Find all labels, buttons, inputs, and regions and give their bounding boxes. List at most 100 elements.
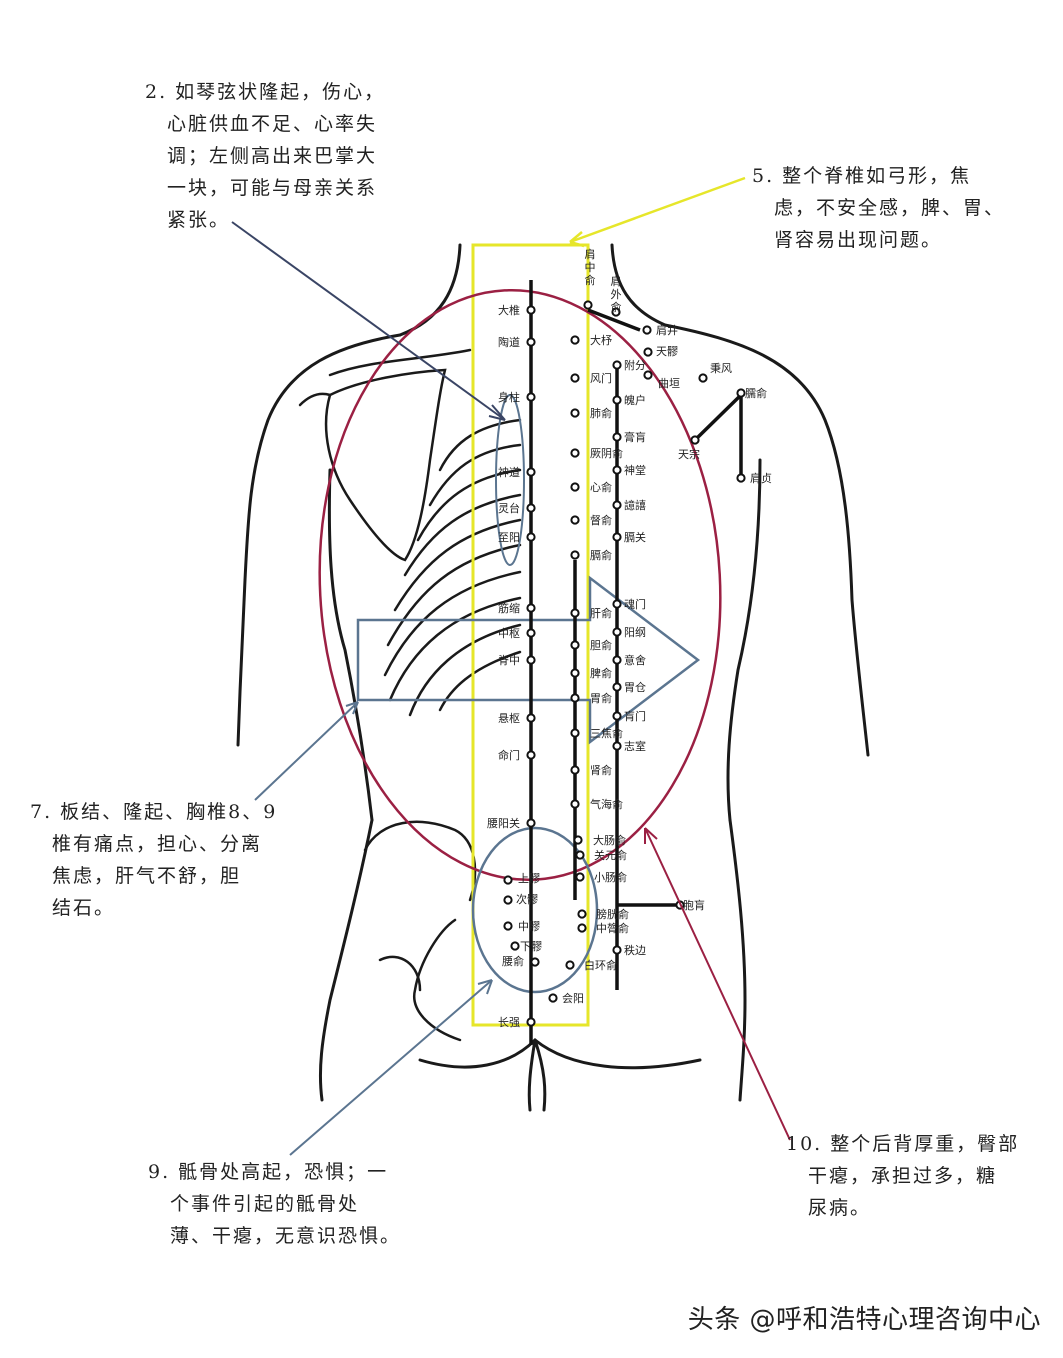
acupoint-label: 魂门	[624, 597, 646, 611]
acupoint-label: 胃仓	[624, 680, 646, 694]
acupoint-marker	[698, 373, 708, 383]
note-line: 焦虑，肝气不舒，胆	[52, 865, 242, 887]
acupoint-marker	[570, 515, 580, 525]
acupoint-label: 肩贞	[750, 471, 772, 485]
acupoint-label: 外	[611, 288, 622, 301]
acupoint-marker	[612, 395, 622, 405]
acupoint-label: 脾俞	[590, 666, 612, 680]
acupoint-label: 胞肓	[683, 898, 705, 912]
acupoint-marker	[510, 941, 520, 951]
acupoint-marker	[526, 750, 536, 760]
acupoint-marker	[577, 923, 587, 933]
acupoint-label: 至阳	[498, 531, 520, 544]
note-5-arched-spine: 5. 整个脊椎如弓形，焦 虑，不安全感，脾、胃、 肾容易出现问题。	[752, 160, 1005, 256]
note-2-heartstring: 2. 如琴弦状隆起，伤心， 心脏供血不足、心率失 调；左侧高出来巴掌大 一块，可…	[145, 76, 385, 236]
acupoint-marker	[570, 373, 580, 383]
bladder-inner-points: 大杼风门肺俞厥阴俞心俞督俞膈俞肝俞胆俞脾俞胃俞三焦俞肾俞气海俞大肠俞关元俞小肠俞…	[565, 333, 629, 972]
acupoint-marker	[526, 655, 536, 665]
note-line: 7. 板结、隆起、胸椎8、9	[30, 801, 278, 823]
acupoint-marker	[643, 370, 653, 380]
acupoint-label: 譩譆	[624, 498, 646, 512]
acupoint-marker	[570, 668, 580, 678]
note-line: 结石。	[52, 897, 116, 919]
acupoint-marker	[642, 325, 652, 335]
skeleton-sketch	[298, 348, 522, 1042]
acupoint-marker	[612, 599, 622, 609]
acupoint-label: 气海俞	[590, 797, 623, 811]
acupoint-label: 上髎	[518, 872, 540, 885]
acupoint-marker	[526, 818, 536, 828]
acupoint-label: 大杼	[590, 333, 612, 347]
acupoint-label: 三焦俞	[590, 726, 623, 740]
acupoint-label: 厥阴俞	[590, 446, 623, 460]
acupoint-marker	[690, 435, 700, 445]
thoracic-ellipse	[495, 394, 525, 566]
acupoint-marker	[612, 360, 622, 370]
acupoint-label: 俞	[585, 273, 596, 287]
acupoint-label: 督俞	[590, 513, 612, 527]
acupoint-label: 肾俞	[590, 763, 612, 777]
acupoint-label: 肝俞	[590, 606, 612, 620]
acupoint-marker	[612, 711, 622, 721]
acupoint-label: 膏肓	[624, 430, 646, 444]
acupoint-label: 脊中	[498, 653, 520, 667]
acupoint-marker	[570, 482, 580, 492]
acupoint-label: 曲垣	[658, 377, 680, 390]
acupoint-label: 胃俞	[590, 691, 612, 705]
acupoint-label: 阳纲	[624, 626, 646, 639]
acupoint-marker	[570, 335, 580, 345]
note-line: 2. 如琴弦状隆起，伤心，	[145, 81, 386, 103]
acupoint-marker	[575, 872, 585, 882]
acupoint-label: 肩	[585, 247, 596, 261]
acupoint-label: 悬枢	[498, 711, 520, 725]
acupoint-marker	[583, 300, 593, 310]
acupoint-label: 风门	[590, 371, 612, 385]
acupoint-label: 神堂	[624, 463, 646, 477]
acupoint-marker	[612, 500, 622, 510]
acupoint-marker	[565, 960, 575, 970]
acupoint-marker	[612, 945, 622, 955]
acupoint-marker	[570, 408, 580, 418]
acupoint-label: 下髎	[520, 940, 542, 953]
mid-back-arrow	[356, 575, 701, 745]
acupoint-marker	[526, 1017, 536, 1027]
note-10-heavy-back: 10. 整个后背厚重，臀部 干瘪，承担过多，糖 尿病。	[786, 1128, 1019, 1224]
acupoint-marker	[526, 628, 536, 638]
acupoint-marker	[570, 448, 580, 458]
acupoint-label: 心俞	[590, 480, 612, 494]
acupoint-label: 天宗	[678, 447, 700, 461]
note-7-thoracic-pain: 7. 板结、隆起、胸椎8、9 椎有痛点，担心、分离 焦虑，肝气不舒，胆 结石。	[30, 796, 277, 924]
acupoint-marker	[526, 532, 536, 542]
acupoint-label: 灵台	[498, 501, 520, 515]
shoulder-points: 肩中俞肩外俞肩井天髎曲垣秉风天宗臑俞肩贞	[583, 247, 772, 485]
note-line: 调；左侧高出来巴掌大	[167, 145, 378, 167]
acupoint-marker	[612, 627, 622, 637]
acupoint-label: 附分	[624, 358, 646, 372]
acupoint-marker	[503, 921, 513, 931]
acupoint-label: 志室	[624, 739, 646, 753]
acupoint-label: 中膂俞	[596, 921, 629, 935]
acupoint-label: 腰阳关	[487, 816, 520, 830]
note-line: 9. 骶骨处高起，恐惧；一	[148, 1161, 389, 1183]
acupoint-label: 膈关	[624, 530, 646, 544]
acupoint-marker	[577, 909, 587, 919]
acupoint-label: 陶道	[498, 335, 520, 349]
acupoint-marker	[570, 799, 580, 809]
note-9-sacrum: 9. 骶骨处高起，恐惧；一 个事件引起的骶骨处 薄、干瘪，无意识恐惧。	[148, 1156, 401, 1252]
acupoint-marker	[526, 305, 536, 315]
acupoint-label: 中髎	[518, 920, 540, 933]
acupoint-label: 秉风	[710, 361, 732, 375]
sacrum-ellipse	[471, 826, 599, 994]
acupoint-marker	[573, 835, 583, 845]
watermark: 头条 @呼和浩特心理咨询中心	[687, 1305, 1041, 1335]
acupoint-label: 意舍	[624, 653, 646, 667]
acupoint-label: 大肠俞	[593, 833, 626, 847]
acupoint-label: 神道	[498, 465, 520, 479]
acupoint-marker	[526, 392, 536, 402]
acupoint-label: 臑俞	[745, 386, 767, 400]
acupoint-marker	[526, 337, 536, 347]
note-line: 10. 整个后背厚重，臀部	[786, 1133, 1020, 1155]
acupoint-marker	[570, 640, 580, 650]
acupoint-label: 筋缩	[498, 601, 520, 615]
acupoint-label: 俞	[611, 300, 622, 314]
